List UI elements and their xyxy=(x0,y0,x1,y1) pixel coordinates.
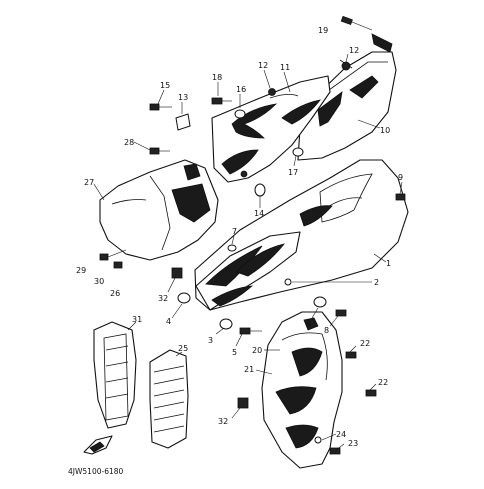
callout-11: 11 xyxy=(280,63,290,72)
callout-26: 26 xyxy=(110,289,120,298)
callout-22: 22 xyxy=(378,378,388,387)
callout-15: 15 xyxy=(160,81,170,90)
callout-12: 12 xyxy=(349,46,359,55)
callout-20: 20 xyxy=(252,346,262,355)
drawing-code: 4JW5100-6180 xyxy=(68,467,124,476)
upper-graphic xyxy=(211,75,331,183)
callout-25: 25 xyxy=(178,344,188,353)
radiator-louver xyxy=(149,349,189,449)
callout-8: 8 xyxy=(324,326,329,335)
leader-lines xyxy=(93,53,403,451)
callout-30: 30 xyxy=(94,277,104,286)
lower-side-cover xyxy=(261,311,343,469)
callout-32: 32 xyxy=(218,417,228,426)
callout-17: 17 xyxy=(288,168,298,177)
front-arrow-icon xyxy=(83,435,113,455)
callout-21: 21 xyxy=(244,365,254,374)
callout-labels: 19 12 18 12 11 15 13 16 10 28 27 17 9 14… xyxy=(68,26,403,476)
left-bracket-cover xyxy=(99,159,219,261)
callout-27: 27 xyxy=(84,178,94,187)
callout-6: 6 xyxy=(306,319,311,328)
callout-7: 7 xyxy=(232,227,237,236)
callout-29: 29 xyxy=(76,266,86,275)
side-cover-upper xyxy=(297,33,397,161)
callout-31: 31 xyxy=(132,315,142,324)
callout-9: 9 xyxy=(398,173,403,182)
callout-4: 4 xyxy=(166,317,171,326)
callout-1: 1 xyxy=(386,259,391,268)
callout-2: 2 xyxy=(374,278,379,287)
callout-18: 18 xyxy=(212,73,222,82)
callout-16: 16 xyxy=(236,85,246,94)
radiator-guard-left xyxy=(93,321,137,429)
callout-24: 24 xyxy=(336,430,346,439)
callout-14: 14 xyxy=(254,209,264,218)
callout-23: 23 xyxy=(348,439,358,448)
callout-28: 28 xyxy=(124,138,134,147)
callout-3: 3 xyxy=(208,336,213,345)
hardware xyxy=(99,15,406,455)
lower-graphic xyxy=(195,231,301,311)
callout-5: 5 xyxy=(232,348,237,357)
callout-12: 12 xyxy=(258,61,268,70)
callout-32: 32 xyxy=(158,294,168,303)
callout-13: 13 xyxy=(178,93,188,102)
callout-10: 10 xyxy=(380,126,390,135)
callout-19: 19 xyxy=(318,26,328,35)
callout-22: 22 xyxy=(360,339,370,348)
